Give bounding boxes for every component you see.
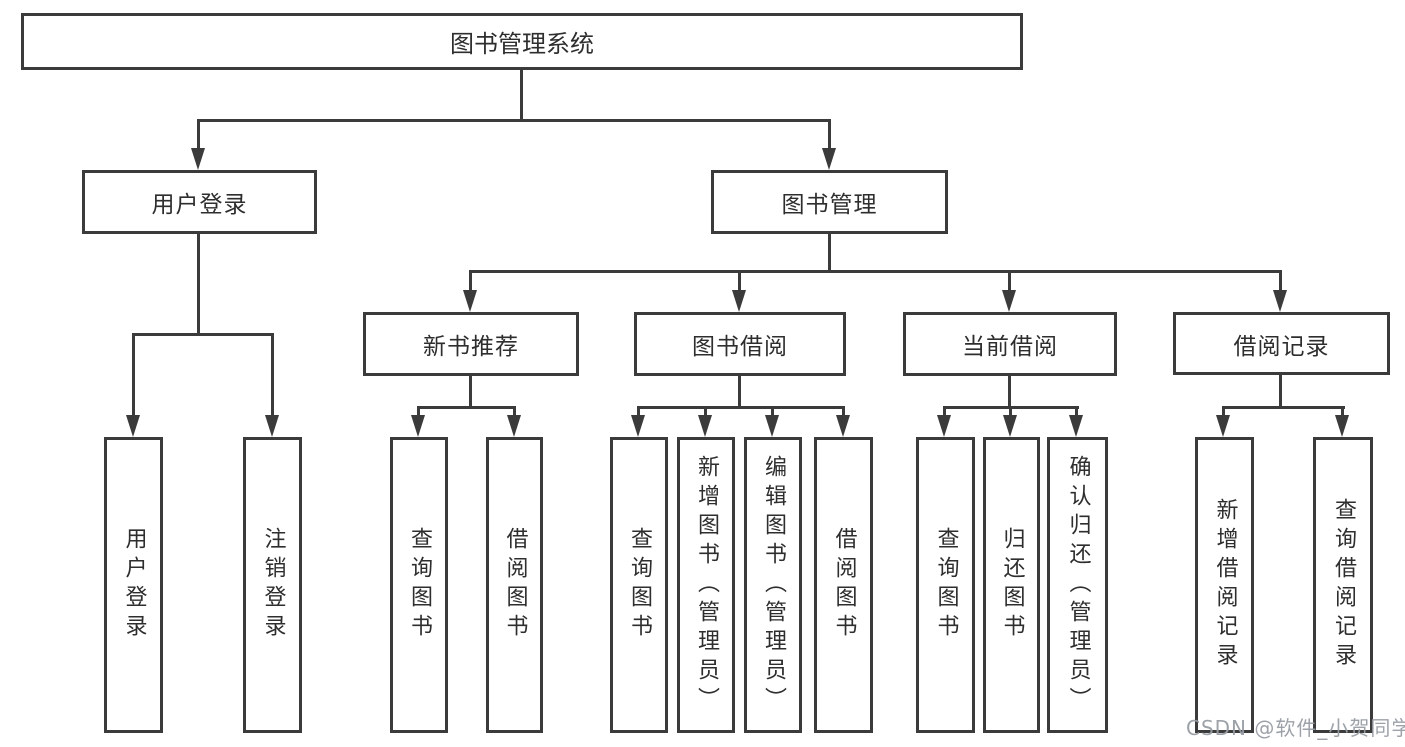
arrowhead-cb-query <box>937 415 951 437</box>
leaf-label: 归还图书 <box>999 527 1025 643</box>
connector-stem-book-management <box>828 119 831 152</box>
node-book-borrow: 图书借阅 <box>634 312 846 376</box>
connector-root-drop <box>520 70 523 121</box>
leaf-record-query-borrow-record: 查询借阅记录 <box>1313 437 1373 733</box>
connector-stem-nb-borrow <box>513 406 516 417</box>
leaf-label: 查询图书 <box>627 527 652 643</box>
leaf-borrow-edit-books-admin: 编辑图书（管理员） <box>744 437 802 733</box>
leaf-label: 查询图书 <box>407 527 432 643</box>
arrowhead-cb-return <box>1003 415 1017 437</box>
leaf-label: 注销登录 <box>260 527 286 643</box>
leaf-logout: 注销登录 <box>243 437 302 733</box>
leaf-label: 新增借阅记录 <box>1212 498 1238 672</box>
connector-stem-bb-borrow <box>842 406 845 417</box>
leaf-label: 编辑图书（管理员） <box>761 454 786 716</box>
connector-borrowrecord-drop <box>1279 373 1282 409</box>
arrowhead-nb-query <box>411 415 425 437</box>
node-label: 图书借阅 <box>692 334 788 360</box>
arrowhead-borrow-record <box>1273 290 1287 312</box>
connector-stem-user-login <box>197 119 200 152</box>
connector-bookmgmt-drop <box>828 232 831 273</box>
node-label: 借阅记录 <box>1233 333 1330 360</box>
arrowhead-bb-query <box>631 415 645 437</box>
connector-stem-new-book <box>469 270 472 292</box>
connector-bookborrow-hbar <box>637 406 845 409</box>
node-user-login: 用户登录 <box>82 170 317 234</box>
connector-stem-bb-query <box>637 406 640 417</box>
node-label: 图书管理 <box>781 192 878 218</box>
arrowhead-user-login <box>191 148 205 170</box>
node-label: 用户登录 <box>151 192 248 218</box>
connector-root-hbar <box>197 119 831 122</box>
leaf-record-add-borrow-record: 新增借阅记录 <box>1195 437 1254 733</box>
leaf-label: 确认归还（管理员） <box>1065 454 1091 716</box>
arrowhead-book-management <box>822 148 836 170</box>
node-new-book-recommend: 新书推荐 <box>363 312 579 376</box>
connector-stem-book-borrow <box>738 270 741 292</box>
arrowhead-bb-edit <box>765 415 779 437</box>
connector-userlogin-hbar <box>132 333 274 336</box>
arrowhead-cb-confirm <box>1069 415 1083 437</box>
leaf-label: 新增图书（管理员） <box>694 454 719 716</box>
leaf-newbook-query-books: 查询图书 <box>390 437 448 733</box>
connector-stem-cb-return <box>1009 406 1012 417</box>
node-borrow-record: 借阅记录 <box>1173 312 1390 375</box>
leaf-current-query-books: 查询图书 <box>916 437 975 733</box>
leaf-label: 查询借阅记录 <box>1331 498 1356 672</box>
leaf-label: 用户登录 <box>121 527 147 643</box>
leaf-label: 借阅图书 <box>502 527 528 643</box>
arrowhead-nb-borrow <box>507 415 521 437</box>
leaf-borrow-add-books-admin: 新增图书（管理员） <box>677 437 735 733</box>
connector-stem-nb-query <box>417 406 420 417</box>
leaf-borrow-query-books: 查询图书 <box>610 437 668 733</box>
leaf-current-return-books: 归还图书 <box>983 437 1040 733</box>
node-root-library-system: 图书管理系统 <box>21 13 1023 70</box>
connector-stem-leaf-logout <box>271 333 274 417</box>
connector-userlogin-drop <box>197 232 200 335</box>
connector-borrowrecord-hbar <box>1222 406 1345 409</box>
node-label: 新书推荐 <box>423 334 519 360</box>
connector-newbook-hbar <box>417 406 516 409</box>
arrowhead-leaf-login <box>126 415 140 437</box>
connector-stem-cb-confirm <box>1075 406 1078 417</box>
node-label: 当前借阅 <box>962 334 1058 360</box>
connector-stem-current-borrow <box>1008 270 1011 292</box>
arrowhead-bb-add <box>698 415 712 437</box>
arrowhead-bb-borrow <box>836 415 850 437</box>
leaf-label: 查询图书 <box>933 527 959 643</box>
leaf-newbook-borrow-books: 借阅图书 <box>486 437 543 733</box>
connector-bookborrow-drop <box>738 374 741 409</box>
leaf-user-login: 用户登录 <box>104 437 163 733</box>
connector-bookmgmt-hbar <box>469 270 1282 273</box>
connector-stem-leaf-login <box>132 333 135 417</box>
connector-stem-cb-query <box>943 406 946 417</box>
connector-stem-bb-add <box>704 406 707 417</box>
connector-stem-borrow-record <box>1279 270 1282 292</box>
arrowhead-rr-add <box>1216 415 1230 437</box>
connector-stem-rr-add <box>1222 406 1225 417</box>
node-book-management: 图书管理 <box>711 170 948 234</box>
connector-currentborrow-drop <box>1008 374 1011 409</box>
csdn-watermark: CSDN @软件_小贺同学 <box>1186 716 1405 740</box>
arrowhead-book-borrow <box>732 290 746 312</box>
node-current-borrow: 当前借阅 <box>903 312 1117 376</box>
arrowhead-leaf-logout <box>265 415 279 437</box>
connector-newbook-drop <box>469 374 472 409</box>
leaf-label: 借阅图书 <box>831 527 857 643</box>
node-label: 图书管理系统 <box>450 30 594 58</box>
arrowhead-rr-query <box>1335 415 1349 437</box>
connector-stem-bb-edit <box>771 406 774 417</box>
arrowhead-new-book <box>463 290 477 312</box>
connector-stem-rr-query <box>1341 406 1344 417</box>
leaf-borrow-borrow-books: 借阅图书 <box>814 437 873 733</box>
arrowhead-current-borrow <box>1002 290 1016 312</box>
leaf-current-confirm-return-admin: 确认归还（管理员） <box>1047 437 1108 733</box>
